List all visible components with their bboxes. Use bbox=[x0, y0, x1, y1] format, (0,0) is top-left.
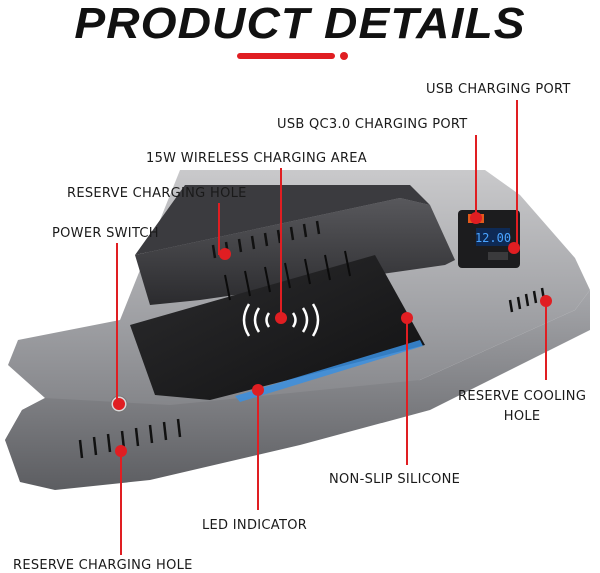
label-reserve-charging-hole-bottom: RESERVE CHARGING HOLE bbox=[13, 558, 193, 573]
label-non-slip-silicone: NON-SLIP SILICONE bbox=[329, 472, 461, 487]
usb-port-panel: 12.00 bbox=[458, 210, 520, 268]
pad-ribs bbox=[224, 250, 351, 301]
page-title: PRODUCT DETAILS bbox=[74, 0, 526, 48]
right-cooling-slots bbox=[508, 287, 546, 313]
label-led-indicator: LED INDICATOR bbox=[202, 518, 308, 533]
label-reserve-charging-hole-top: RESERVE CHARGING HOLE bbox=[67, 186, 247, 201]
label-wireless-area: 15W WIRELESS CHARGING AREA bbox=[146, 151, 368, 166]
label-usb-qc3-port: USB QC3.0 CHARGING PORT bbox=[277, 117, 468, 132]
voltage-readout: 12.00 bbox=[475, 231, 511, 245]
callout-markers bbox=[113, 212, 552, 457]
title-accent-bar bbox=[237, 53, 335, 59]
label-power-switch: POWER SWITCH bbox=[52, 226, 159, 241]
label-usb-charging-port: USB CHARGING PORT bbox=[426, 82, 571, 97]
label-reserve-cooling-hole: RESERVE COOLING HOLE bbox=[458, 389, 587, 424]
title-accent-dot bbox=[340, 52, 348, 60]
led-strip bbox=[235, 340, 423, 402]
